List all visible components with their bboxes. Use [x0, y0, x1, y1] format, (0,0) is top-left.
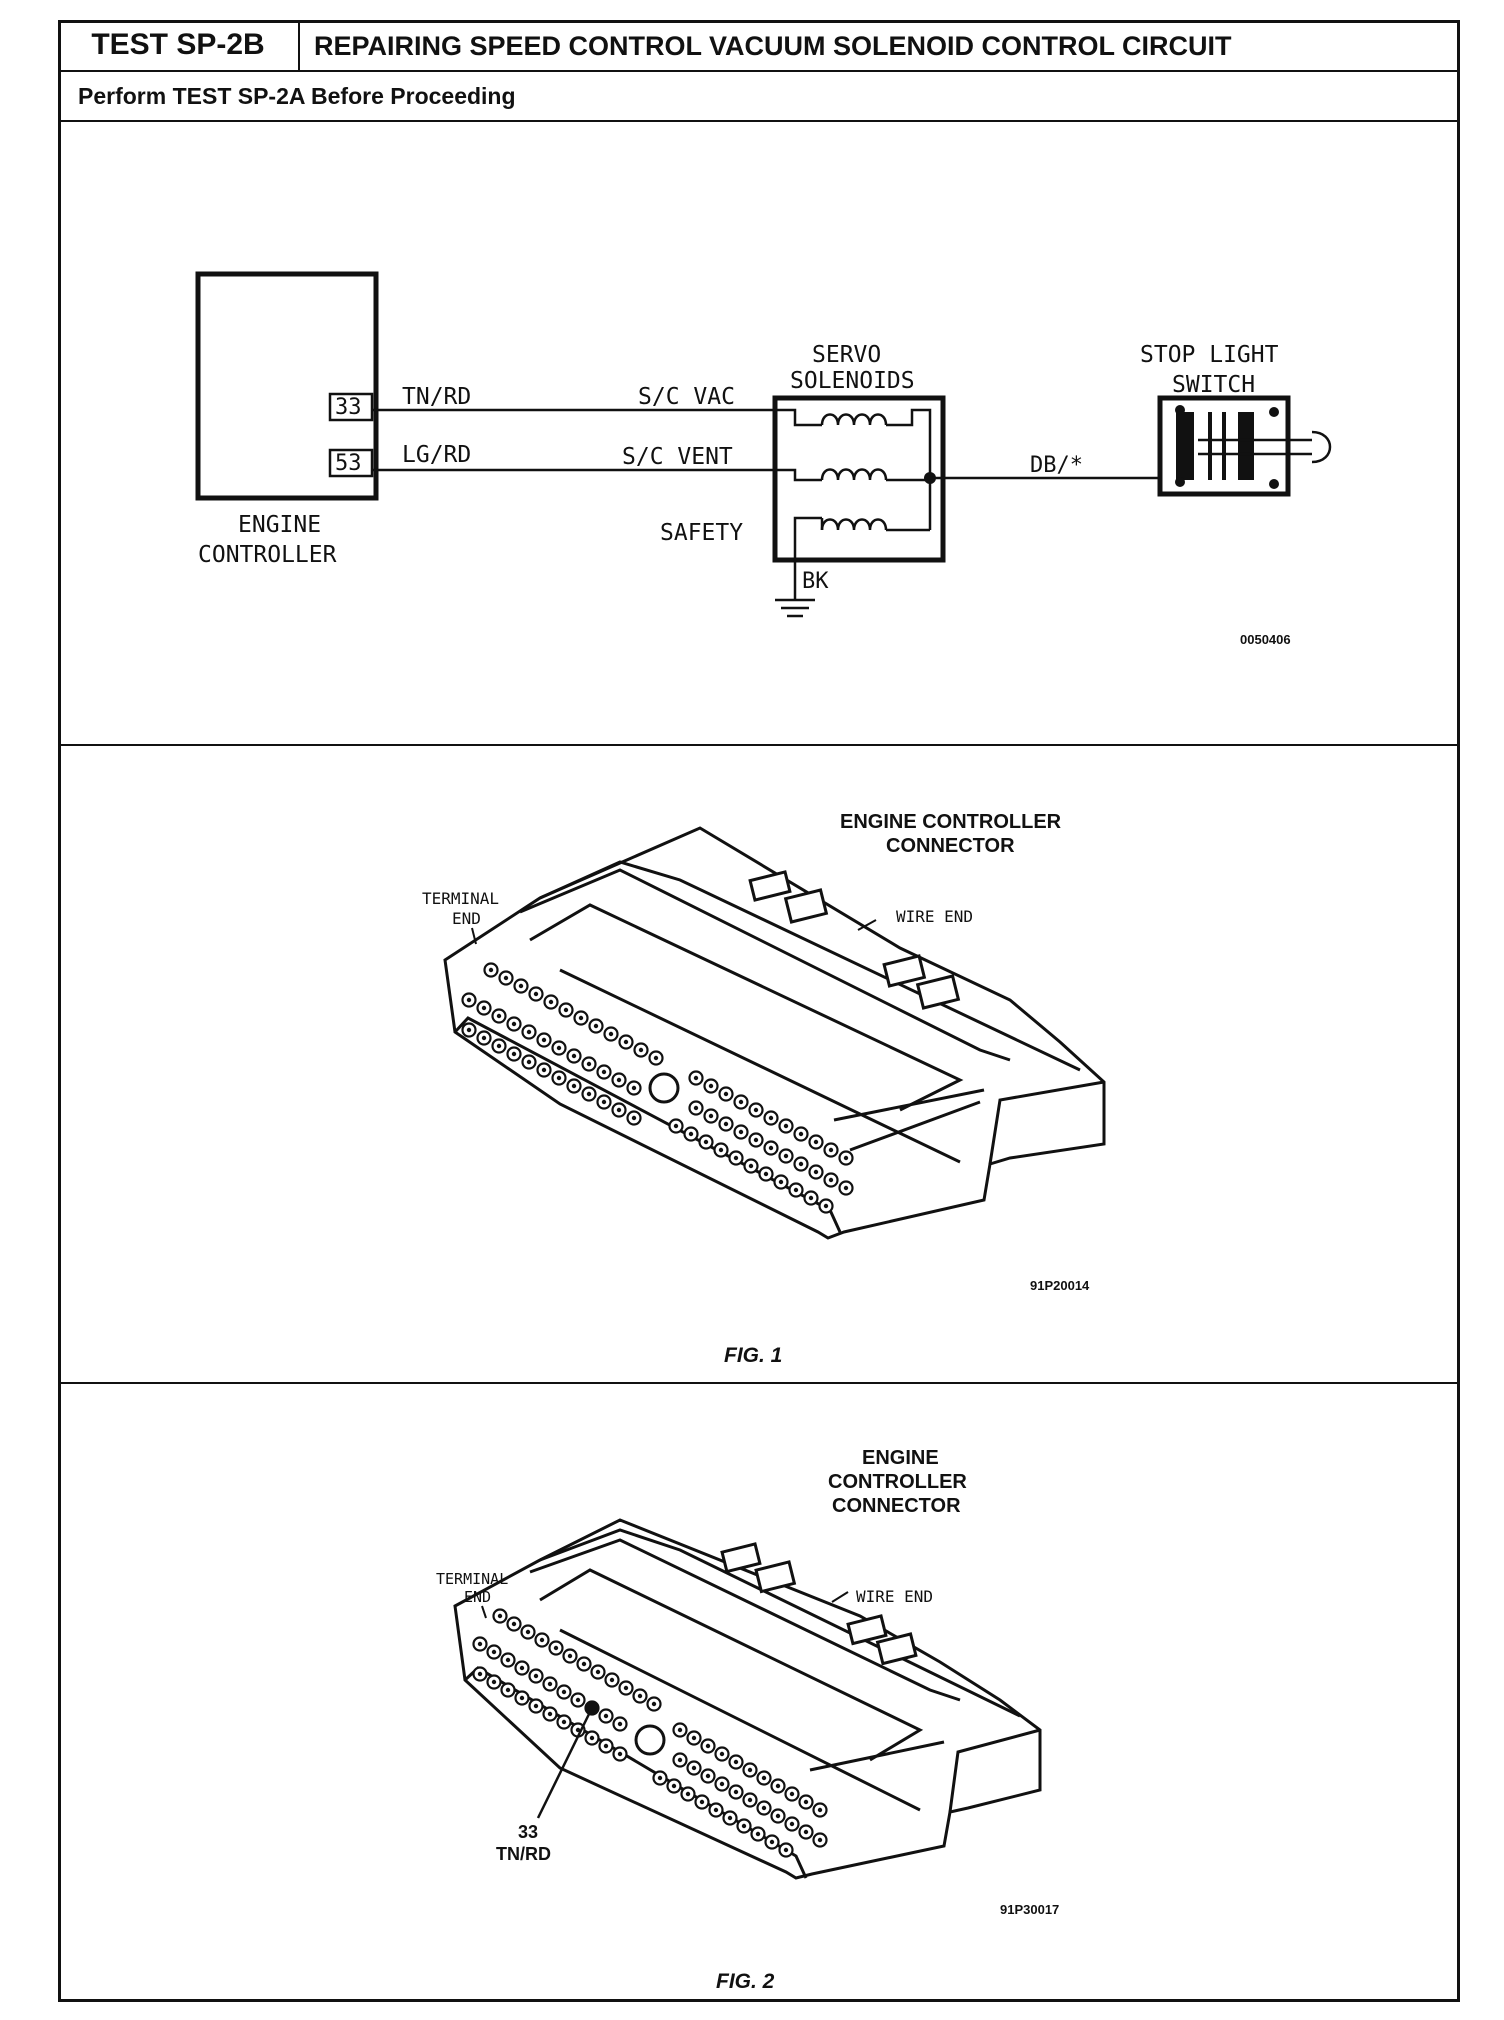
fig2-title-3: CONNECTOR	[832, 1495, 961, 1517]
sc-vent-label: S/C VENT	[622, 444, 733, 470]
fig1-terminal-leader	[471, 927, 477, 945]
section-divider-2	[58, 1382, 1460, 1384]
fig1-labels: ENGINE CONTROLLER CONNECTOR TERMINAL END…	[422, 811, 1090, 1367]
fig1-code: 91P20014	[1030, 1278, 1090, 1293]
wiring-schematic	[195, 271, 1332, 618]
pin-53-label: 53	[335, 451, 362, 476]
fig1-wire-end-label: WIRE END	[896, 907, 973, 926]
fig2-terminal-label: TERMINAL	[436, 1570, 508, 1588]
wire-lg-rd-label: LG/RD	[402, 442, 471, 468]
fig2-pin-leader	[536, 1711, 592, 1819]
fig1-end-label: END	[452, 909, 481, 928]
controller-label: CONTROLLER	[198, 542, 337, 568]
stop-light-label: STOP LIGHT	[1140, 342, 1279, 368]
fig2-end-label: END	[464, 1588, 491, 1606]
fig1-connector	[443, 826, 1106, 1240]
fig2-code: 91P30017	[1000, 1902, 1059, 1917]
fig2-pin-33	[585, 1701, 599, 1715]
test-id: TEST SP-2B	[58, 20, 300, 70]
engine-controller-box	[195, 271, 379, 501]
schematic-labels: ENGINE CONTROLLER 33 53 TN/RD LG/RD S/C …	[198, 342, 1291, 647]
section-divider-1	[58, 744, 1460, 746]
fig2-pin-label: 33	[518, 1822, 538, 1842]
safety-label: SAFETY	[660, 520, 743, 546]
fig2-pins	[472, 1608, 828, 1858]
fig2-labels: ENGINE CONTROLLER CONNECTOR TERMINAL END…	[436, 1447, 1059, 1993]
fig2-connector	[453, 1518, 1042, 1880]
schematic-code: 0050406	[1240, 632, 1291, 647]
fig1-title-2: CONNECTOR	[886, 835, 1015, 857]
fig2-wire-label: TN/RD	[496, 1844, 551, 1864]
pin-33-box	[328, 392, 374, 422]
fig2-caption: FIG. 2	[716, 1970, 775, 1993]
sc-vac-label: S/C VAC	[638, 384, 735, 410]
solenoid-coils	[782, 408, 932, 556]
solenoids-label: SOLENOIDS	[790, 368, 915, 394]
fig1-title-1: ENGINE CONTROLLER	[840, 811, 1062, 833]
pin-53-box	[328, 448, 374, 478]
test-title: REPAIRING SPEED CONTROL VACUUM SOLENOID …	[314, 31, 1232, 61]
fig2-title-1: ENGINE	[862, 1447, 939, 1469]
wire-db-label: DB/*	[1030, 453, 1083, 478]
page-frame	[58, 20, 1460, 2002]
prerequisite-note: Perform TEST SP-2A Before Proceeding	[58, 72, 1460, 122]
fig1-caption: FIG. 1	[724, 1344, 782, 1367]
engine-label: ENGINE	[238, 512, 321, 538]
servo-label: SERVO	[812, 342, 881, 368]
stop-light-switch-box	[1157, 395, 1291, 497]
wire-tn-rd-label: TN/RD	[402, 384, 471, 410]
header-bar: TEST SP-2B REPAIRING SPEED CONTROL VACUU…	[58, 20, 1460, 72]
switch-contacts	[1175, 405, 1332, 489]
switch-label: SWITCH	[1172, 372, 1255, 398]
ground-wire-label: BK	[802, 569, 829, 594]
fig1-terminal-label: TERMINAL	[422, 889, 499, 908]
fig2-title-2: CONTROLLER	[828, 1471, 967, 1493]
pin-33-label: 33	[335, 395, 362, 420]
ground-symbol	[775, 556, 815, 618]
fig2-wire-end-label: WIRE END	[856, 1587, 933, 1606]
fig2-terminal-leader	[481, 1605, 487, 1619]
